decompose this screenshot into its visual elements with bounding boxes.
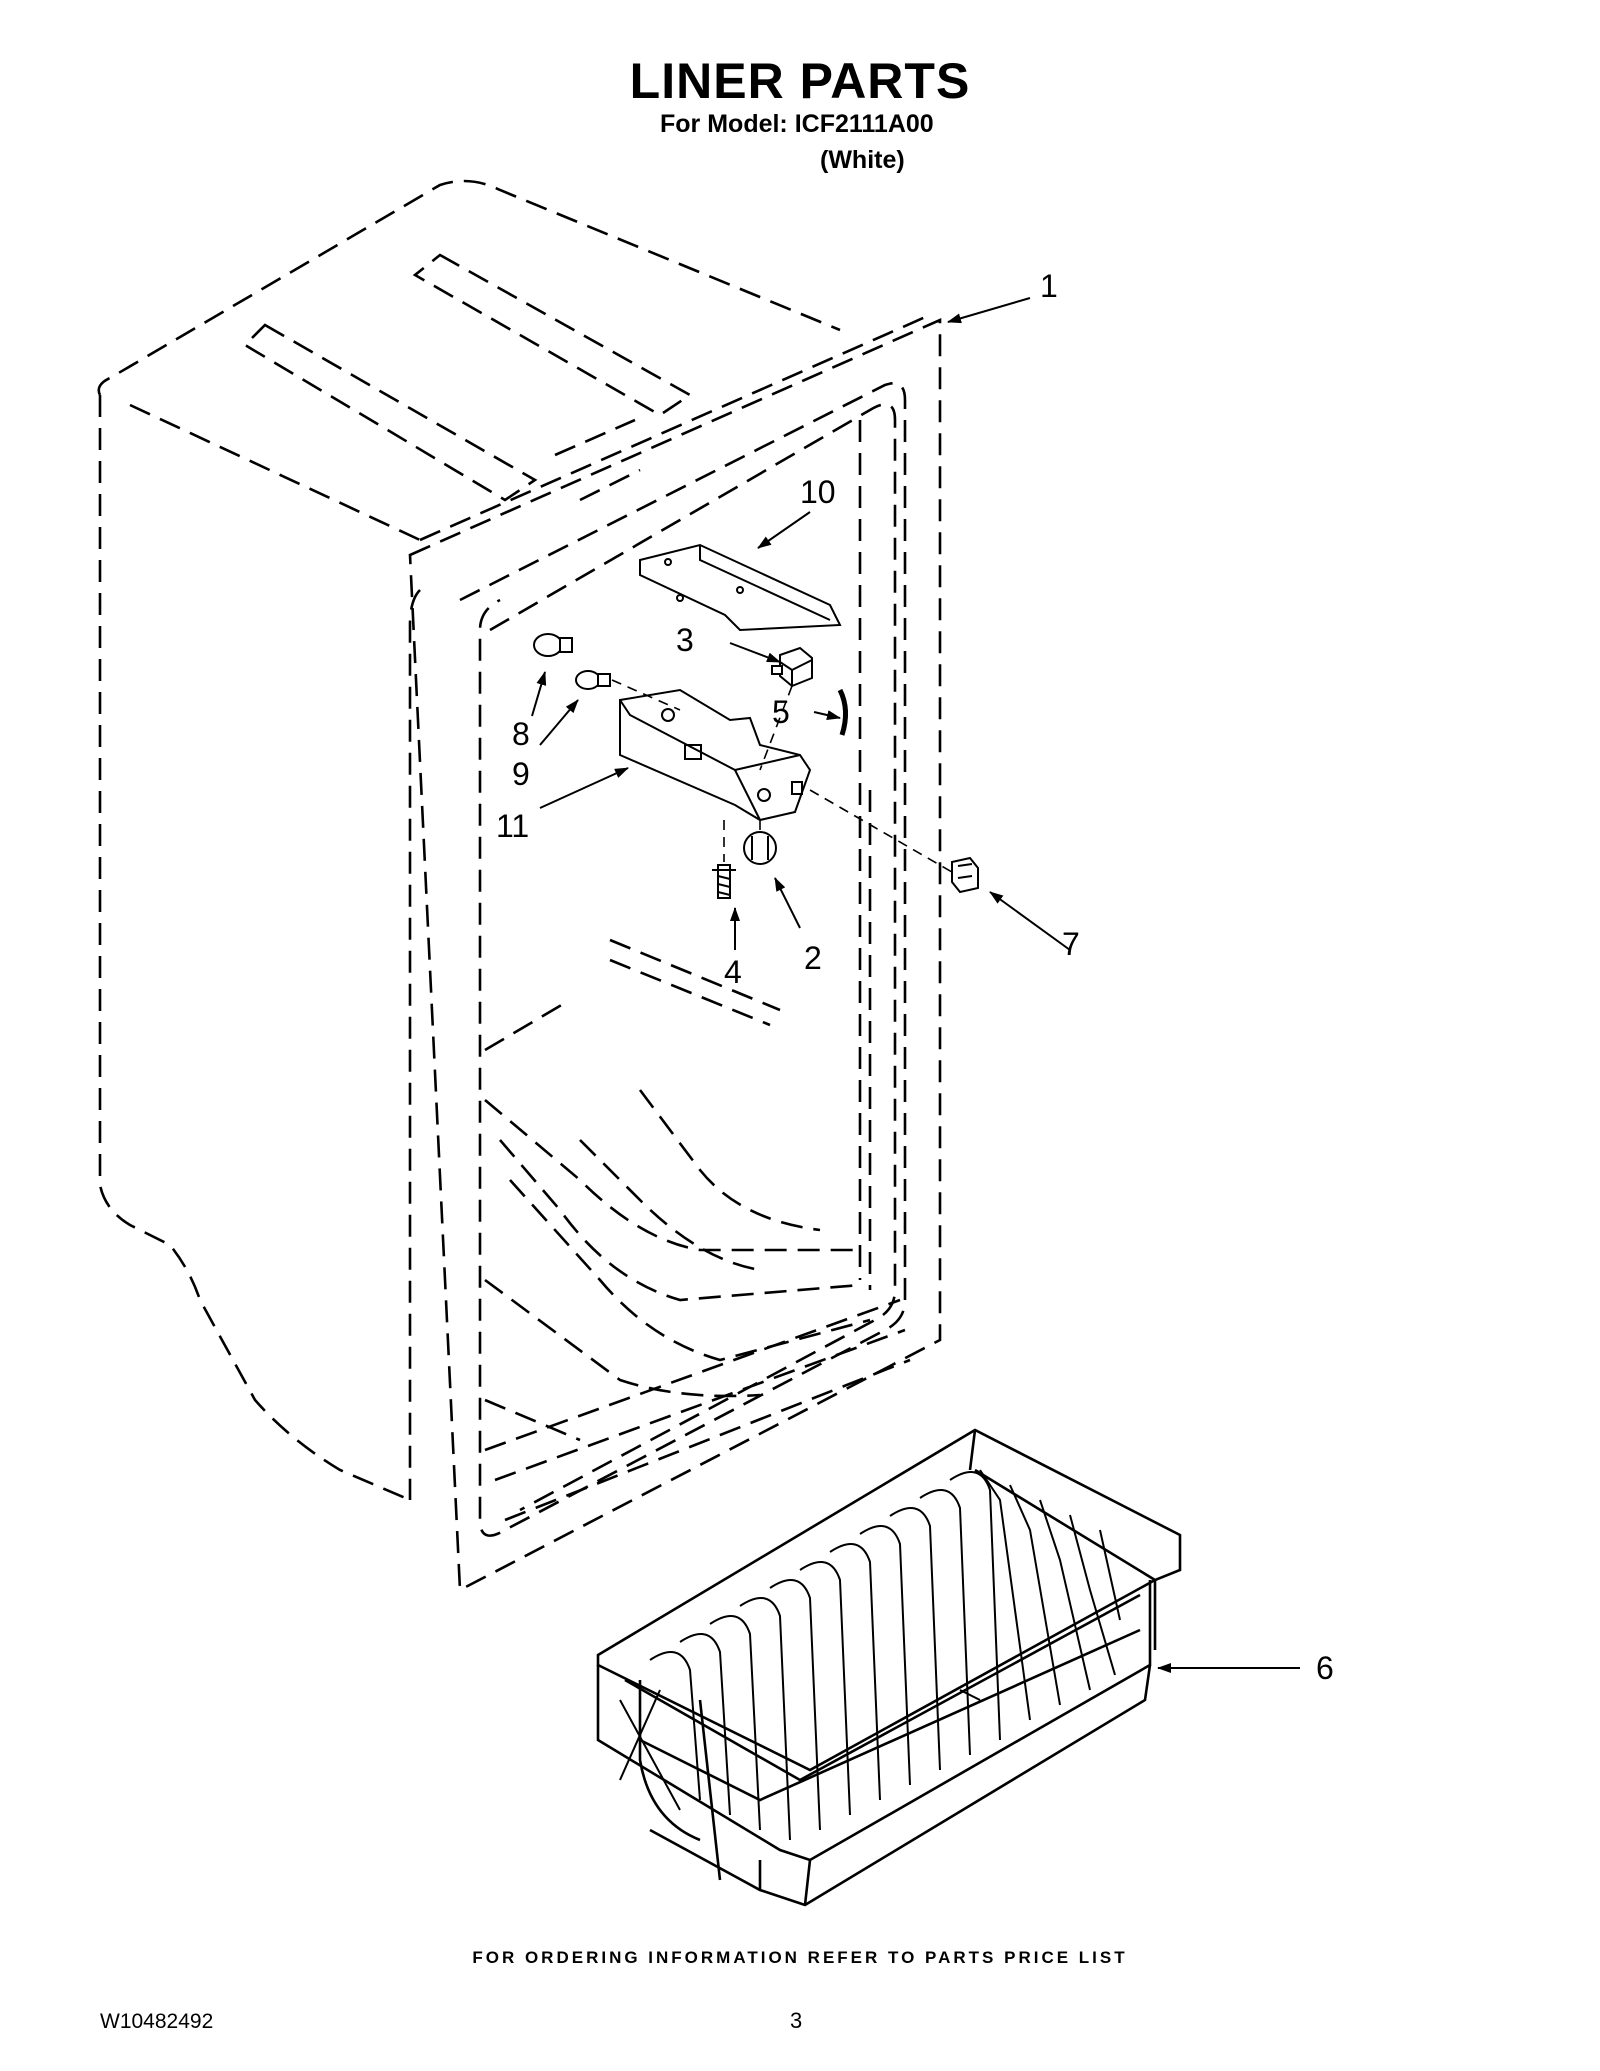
model-label: For Model: ICF2111A00 — [660, 110, 934, 138]
callout-8: 8 — [512, 716, 530, 752]
page-number: 3 — [790, 2008, 803, 2033]
wire-basket — [596, 1428, 1182, 1907]
callout-7: 7 — [1062, 926, 1080, 962]
callout-11: 11 — [496, 808, 530, 844]
callout-5: 5 — [772, 694, 790, 730]
assembly-guides — [611, 679, 953, 873]
callout-3: 3 — [676, 622, 694, 658]
callout-9: 9 — [512, 756, 530, 792]
callout-2: 2 — [804, 940, 822, 976]
document-number: W10482492 — [100, 2010, 214, 2033]
callout-1: 1 — [1040, 268, 1058, 304]
control-knob — [743, 831, 777, 865]
lamp-housing — [619, 688, 812, 822]
color-label: (White) — [820, 146, 905, 174]
page-title: LINER PARTS — [629, 53, 971, 109]
basket-wires — [619, 1469, 1121, 1841]
screw — [717, 864, 731, 899]
bulb — [533, 633, 563, 657]
bulb-socket — [575, 670, 601, 690]
callout-10: 10 — [800, 474, 836, 510]
clip — [837, 688, 848, 736]
leader-arrows — [531, 297, 1300, 1673]
freezer-liner — [97, 179, 942, 1593]
door-switch — [951, 856, 979, 894]
light-housing-parts — [533, 543, 979, 899]
callout-4: 4 — [724, 954, 742, 990]
ordering-note: FOR ORDERING INFORMATION REFER TO PARTS … — [472, 1948, 1128, 1967]
callout-6: 6 — [1316, 1650, 1334, 1686]
